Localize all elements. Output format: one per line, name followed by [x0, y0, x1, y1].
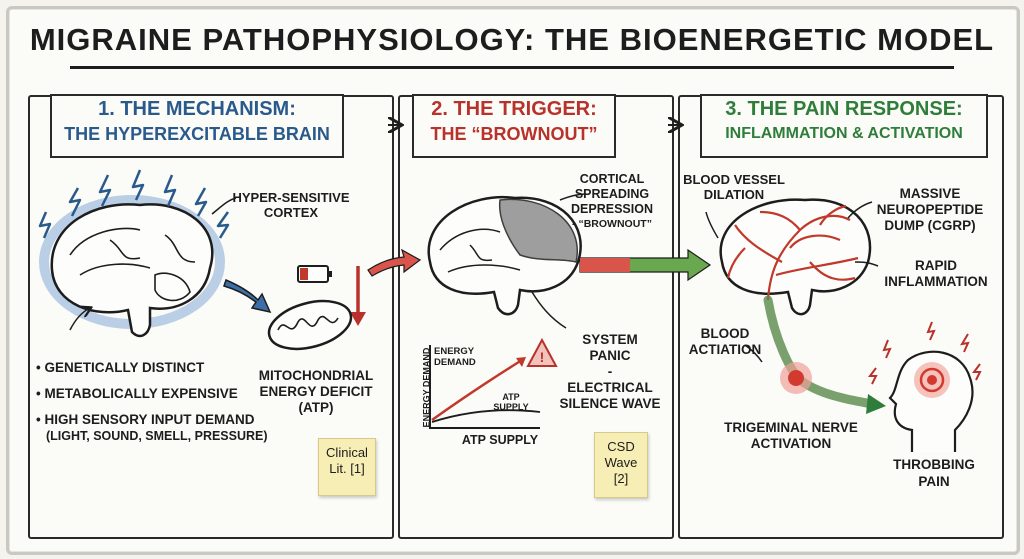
inflamed-brain	[719, 198, 872, 316]
head-profile-icon	[888, 350, 974, 452]
rapid-inflammation-label: RAPID INFLAMMATION	[876, 258, 996, 290]
panel1-header: 1. THE MECHANISM: THE HYPEREXCITABLE BRA…	[50, 94, 344, 158]
inflammation-pointer	[854, 261, 879, 267]
note-line2: Lit. [1]	[329, 461, 365, 476]
graph-demand-label: ENERGY DEMAND	[434, 346, 494, 368]
graph-y-axis-label: ENERGY DEMAND	[421, 347, 432, 428]
sticky-note-clinical: Clinical Lit. [1]	[318, 438, 376, 496]
panel3-header: 3. THE PAIN RESPONSE: INFLAMMATION & ACT…	[700, 94, 988, 158]
panic-line4: ELECTRICAL	[567, 380, 653, 395]
cortex-label-line1: HYPER-SENSITIVE	[232, 190, 350, 205]
lightning-bolts	[38, 169, 230, 239]
cgrp-line2: NEUROPEPTIDE	[876, 202, 984, 217]
sticky-note-csd: CSD Wave [2]	[594, 432, 648, 498]
bullet-item: • METABOLICALLY EXPENSIVE	[36, 386, 238, 401]
csd-line1: CORTICAL	[579, 172, 645, 186]
csd-line3: DEPRESSION	[571, 202, 653, 216]
bullet-text: METABOLICALLY EXPENSIVE	[44, 386, 238, 401]
mitochondrion-icon	[267, 299, 353, 351]
inflam-line2: INFLAMMATION	[884, 274, 988, 289]
demand-line1: ENERGY	[434, 346, 475, 357]
bullet-item: • HIGH SENSORY INPUT DEMAND	[36, 412, 255, 427]
energy-graph	[429, 345, 541, 429]
trig-line1: TRIGEMINAL NERVE	[724, 420, 858, 435]
note-line2: Wave	[604, 455, 638, 470]
cortex-label: HYPER-SENSITIVE CORTEX	[226, 190, 356, 220]
note-line1: CSD	[607, 439, 635, 454]
bullet-text: HIGH SENSORY INPUT DEMAND	[44, 412, 255, 427]
cgrp-pointer	[847, 201, 873, 219]
panic-line2: PANIC	[589, 348, 631, 363]
panic-line3: -	[607, 364, 613, 379]
csd-pointer	[559, 193, 587, 201]
bullet-item: • GENETICALLY DISTINCT	[36, 360, 205, 375]
title-underline	[70, 66, 954, 69]
note-line3: [2]	[613, 471, 629, 486]
note-line1: Clinical	[326, 445, 368, 460]
panel2-header-title: 2. THE TRIGGER:	[431, 98, 597, 120]
nerve-hotspot-icon	[780, 362, 812, 394]
panic-line1: SYSTEM	[582, 332, 638, 347]
cgrp-line3: DUMP (CGRP)	[884, 218, 976, 233]
arrow-red-segment	[580, 258, 630, 272]
panel1-header-title: 1. THE MECHANISM:	[98, 98, 296, 120]
vessel-line1: BLOOD VESSEL	[683, 172, 785, 187]
blood-activation-label: BLOOD ACTIATION	[682, 326, 768, 358]
graph-supply-label: ATP SUPPLY	[486, 392, 536, 412]
cgrp-label: MASSIVE NEUROPEPTIDE DUMP (CGRP)	[870, 186, 990, 234]
nerve-arrow-head	[866, 394, 886, 414]
panel2-header: 2. THE TRIGGER: THE “BROWNOUT”	[412, 94, 616, 158]
panel3-header-subtitle: INFLAMMATION & ACTIVATION	[725, 125, 963, 142]
trig-line2: ACTIVATION	[750, 436, 832, 451]
vessel-dilation-label: BLOOD VESSEL DILATION	[680, 172, 788, 202]
low-battery-icon	[297, 265, 332, 283]
activ-line1: BLOOD	[700, 326, 750, 341]
throbbing-pain-label: THROBBING PAIN	[884, 456, 984, 490]
cortex-pointer	[211, 197, 237, 215]
brownout-brain	[427, 195, 582, 316]
red-transition-arrow-icon	[367, 248, 422, 277]
vessel-pointer	[705, 211, 719, 239]
activ-line2: ACTIATION	[688, 342, 762, 357]
csd-line4: - “BROWNOUT”	[572, 218, 652, 230]
blue-arrow-icon	[223, 278, 272, 314]
panic-pointer	[531, 291, 567, 329]
panic-line5: SILENCE WAVE	[559, 396, 661, 411]
mito-label-line2: ENERGY DEFICIT	[259, 384, 373, 399]
bullet-text: GENETICALLY DISTINCT	[44, 360, 205, 375]
panel1-header-subtitle: THE HYPEREXCITABLE BRAIN	[64, 124, 330, 144]
trigeminal-label: TRIGEMINAL NERVE ACTIVATION	[716, 420, 866, 452]
vessel-line2: DILATION	[703, 187, 765, 202]
page-title: MIGRAINE PATHOPHYSIOLOGY: THE BIOENERGET…	[29, 22, 995, 57]
bullet-list: • GENETICALLY DISTINCT • METABOLICALLY E…	[36, 360, 286, 444]
mito-label-line1: MITOCHONDRIAL	[258, 368, 374, 383]
trigeminal-nerve-path	[763, 295, 877, 409]
csd-label: CORTICAL SPREADING DEPRESSION - “BROWNOU…	[562, 172, 662, 232]
bullets-pointer	[69, 308, 90, 331]
warning-mark: !	[540, 349, 545, 365]
pain-bolt-icons	[868, 321, 982, 385]
mitochondria-label: MITOCHONDRIAL ENERGY DEFICIT (ATP)	[252, 368, 380, 416]
pain-line1: THROBBING	[893, 457, 975, 472]
bullet-subtext: (LIGHT, SOUND, SMELL, PRESSURE)	[46, 429, 268, 443]
pain-line2: PAIN	[918, 474, 950, 489]
panel3-header-title: 3. THE PAIN RESPONSE:	[725, 98, 963, 120]
deficit-arrow-head	[350, 312, 366, 326]
supply-line2: SUPPLY	[493, 402, 529, 412]
csd-line2: SPREADING	[574, 187, 650, 201]
activation-pointer	[744, 344, 763, 363]
supply-line1: ATP	[502, 392, 520, 402]
hyperexcitable-brain	[39, 195, 225, 338]
cgrp-line1: MASSIVE	[899, 186, 961, 201]
inflam-line1: RAPID	[914, 258, 957, 273]
demand-line2: DEMAND	[434, 357, 476, 368]
panel2-header-subtitle: THE “BROWNOUT”	[430, 124, 598, 144]
graph-x-axis-label: ATP SUPPLY	[461, 433, 539, 447]
warning-icon	[526, 337, 558, 367]
system-panic-label: SYSTEM PANIC - ELECTRICAL SILENCE WAVE	[552, 332, 668, 412]
cortex-label-line2: CORTEX	[263, 205, 319, 220]
mito-label-line3: (ATP)	[298, 400, 334, 415]
